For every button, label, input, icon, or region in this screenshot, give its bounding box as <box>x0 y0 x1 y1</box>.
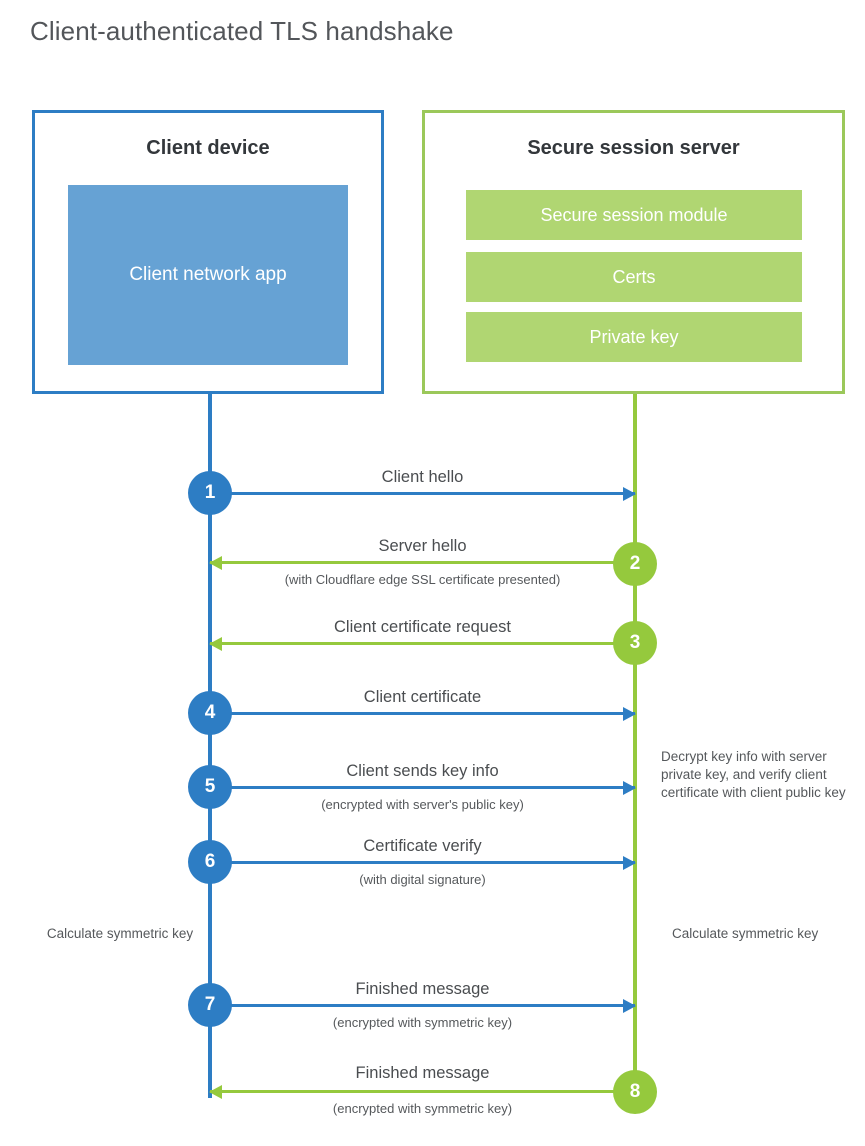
step-7-label: Finished message <box>355 980 490 998</box>
step-6-badge: 6 <box>188 840 232 884</box>
step-1-arrow <box>210 486 636 501</box>
step-2-badge: 2 <box>613 542 657 586</box>
arrow-right-icon <box>623 486 636 501</box>
arrow-right-icon <box>623 706 636 721</box>
server-bar-private-key: Private key <box>466 312 802 362</box>
step-6-sublabel: (with digital signature) <box>359 872 486 887</box>
step-5-label: Client sends key info <box>346 762 499 780</box>
page-title: Client-authenticated TLS handshake <box>30 16 454 46</box>
step-2-label: Server hello <box>378 537 467 555</box>
step-7-badge: 7 <box>188 983 232 1027</box>
step-1-badge: 1 <box>188 471 232 515</box>
step-2-sublabel: (with Cloudflare edge SSL certificate pr… <box>284 572 561 587</box>
secure-session-server-panel: Secure session server Secure session mod… <box>422 110 845 394</box>
server-lifeline <box>633 394 637 1092</box>
step-5-sublabel: (encrypted with server's public key) <box>321 797 524 812</box>
step-5-badge: 5 <box>188 765 232 809</box>
step-4-arrow <box>210 706 636 721</box>
step-3-badge: 3 <box>613 621 657 665</box>
step-8-badge: 8 <box>613 1070 657 1114</box>
arrow-left-icon <box>209 1084 222 1099</box>
step-7-sublabel: (encrypted with symmetric key) <box>332 1015 513 1030</box>
server-panel-title: Secure session server <box>527 137 740 159</box>
server-bar-certs: Certs <box>466 252 802 302</box>
client-device-panel: Client device Client network app <box>32 110 384 394</box>
arrow-left-icon <box>209 636 222 651</box>
arrow-left-icon <box>209 555 222 570</box>
step-3-label: Client certificate request <box>334 618 511 636</box>
server-bar-secure-session-module: Secure session module <box>466 190 802 240</box>
server-decrypt-note: Decrypt key info with server private key… <box>661 749 846 801</box>
step-8-arrow <box>209 1084 635 1099</box>
step-6-label: Certificate verify <box>363 837 482 855</box>
arrow-right-icon <box>623 998 636 1013</box>
step-4-badge: 4 <box>188 691 232 735</box>
step-8-sublabel: (encrypted with symmetric key) <box>332 1101 513 1116</box>
arrow-right-icon <box>623 780 636 795</box>
client-lifeline <box>208 394 212 1098</box>
step-2-arrow <box>209 555 635 570</box>
step-4-label: Client certificate <box>363 688 482 706</box>
step-8-label: Finished message <box>355 1064 490 1082</box>
step-1-label: Client hello <box>381 468 464 486</box>
client-panel-title: Client device <box>146 137 270 159</box>
step-5-arrow <box>210 780 636 795</box>
step-6-arrow <box>210 855 636 870</box>
step-7-arrow <box>210 998 636 1013</box>
server-calculate-symmetric-key-note: Calculate symmetric key <box>672 926 819 941</box>
client-calculate-symmetric-key-note: Calculate symmetric key <box>46 926 194 941</box>
step-3-arrow <box>209 636 635 651</box>
client-network-app-box: Client network app <box>68 185 348 365</box>
arrow-right-icon <box>623 855 636 870</box>
